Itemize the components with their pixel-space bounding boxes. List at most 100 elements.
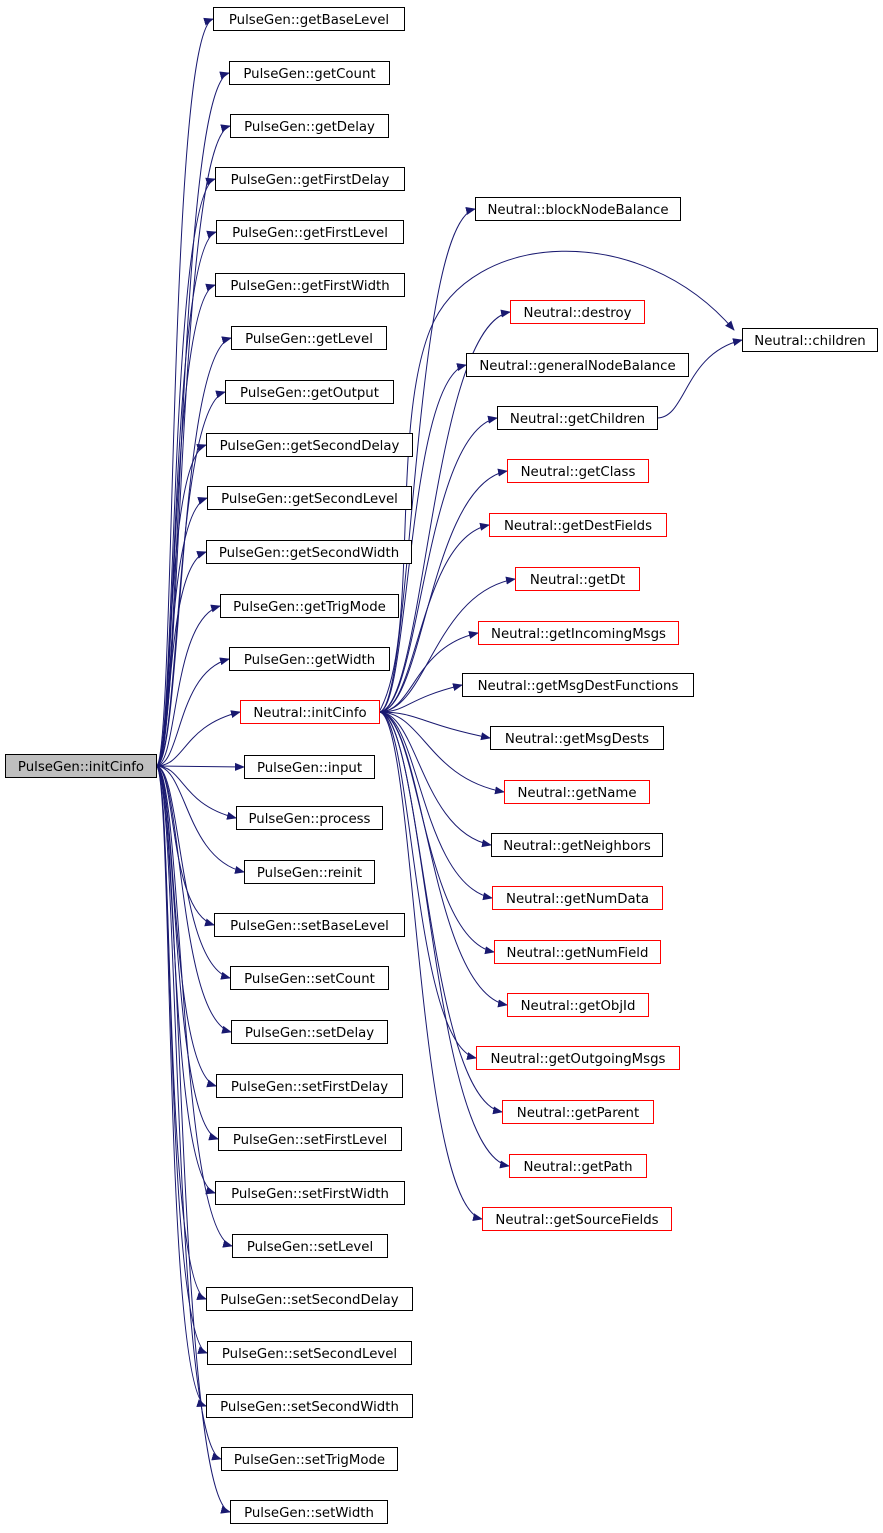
node-pulse-gen-reinit[interactable]: PulseGen::reinit [244,860,375,884]
node-box[interactable] [504,780,650,804]
node-neutral-get-dest-fields[interactable]: Neutral::getDestFields [489,513,667,537]
node-pulse-gen-get-trig-mode[interactable]: PulseGen::getTrigMode [220,594,399,618]
node-neutral-get-outgoing-msgs[interactable]: Neutral::getOutgoingMsgs [476,1046,680,1070]
node-box[interactable] [482,1207,672,1231]
node-box[interactable] [216,220,404,244]
node-box[interactable] [206,540,412,564]
node-pulse-gen-get-level[interactable]: PulseGen::getLevel [231,326,387,350]
node-neutral-get-num-data[interactable]: Neutral::getNumData [492,886,663,910]
node-box[interactable] [206,433,413,457]
node-neutral-get-dt[interactable]: Neutral::getDt [515,567,640,591]
node-pulse-gen-set-width[interactable]: PulseGen::setWidth [230,1500,388,1524]
node-pulse-gen-get-output[interactable]: PulseGen::getOutput [225,380,394,404]
node-box[interactable] [510,300,645,324]
node-box[interactable] [231,326,387,350]
node-neutral-children[interactable]: Neutral::children [742,328,878,352]
node-box[interactable] [478,621,679,645]
node-neutral-get-path[interactable]: Neutral::getPath [509,1154,647,1178]
node-pulse-gen-set-level[interactable]: PulseGen::setLevel [232,1234,388,1258]
node-box[interactable] [230,1500,388,1524]
node-pulse-gen-get-second-width[interactable]: PulseGen::getSecondWidth [206,540,412,564]
node-box[interactable] [218,1127,402,1151]
node-pulse-gen-get-first-level[interactable]: PulseGen::getFirstLevel [216,220,404,244]
node-pulse-gen-get-count[interactable]: PulseGen::getCount [229,61,390,85]
node-neutral-get-incoming-msgs[interactable]: Neutral::getIncomingMsgs [478,621,679,645]
node-box[interactable] [225,380,394,404]
node-box[interactable] [466,353,689,377]
node-box[interactable] [221,1447,398,1471]
node-box[interactable] [497,406,658,430]
node-neutral-get-children[interactable]: Neutral::getChildren [497,406,658,430]
node-pulse-gen-set-base-level[interactable]: PulseGen::setBaseLevel [214,913,405,937]
node-box[interactable] [220,594,399,618]
node-pulse-gen-get-delay[interactable]: PulseGen::getDelay [230,114,389,138]
node-box[interactable] [231,1020,388,1044]
node-neutral-get-source-fields[interactable]: Neutral::getSourceFields [482,1207,672,1231]
node-box[interactable] [462,673,694,697]
node-box[interactable] [207,486,412,510]
node-pulse-gen-init-cinfo[interactable]: PulseGen::initCinfo [5,754,157,778]
node-box[interactable] [232,1234,388,1258]
node-box[interactable] [491,833,663,857]
node-box[interactable] [214,913,405,937]
node-box[interactable] [509,1154,647,1178]
node-box[interactable] [230,966,389,990]
node-pulse-gen-get-second-level[interactable]: PulseGen::getSecondLevel [207,486,412,510]
node-box[interactable] [490,726,664,750]
node-pulse-gen-get-base-level[interactable]: PulseGen::getBaseLevel [213,7,405,31]
node-box[interactable] [492,886,663,910]
node-neutral-init-cinfo[interactable]: Neutral::initCinfo [240,700,380,724]
node-neutral-get-num-field[interactable]: Neutral::getNumField [494,940,661,964]
node-box[interactable] [230,114,389,138]
node-box[interactable] [507,993,649,1017]
node-box[interactable] [206,1394,413,1418]
node-pulse-gen-set-second-width[interactable]: PulseGen::setSecondWidth [206,1394,413,1418]
node-box[interactable] [240,700,380,724]
node-neutral-get-name[interactable]: Neutral::getName [504,780,650,804]
node-pulse-gen-input[interactable]: PulseGen::input [244,755,375,779]
node-pulse-gen-set-first-width[interactable]: PulseGen::setFirstWidth [215,1181,405,1205]
node-neutral-general-node-balance[interactable]: Neutral::generalNodeBalance [466,353,689,377]
node-neutral-get-obj-id[interactable]: Neutral::getObjId [507,993,649,1017]
node-box[interactable] [236,806,383,830]
node-pulse-gen-set-first-delay[interactable]: PulseGen::setFirstDelay [216,1074,403,1098]
node-box[interactable] [229,647,390,671]
node-box[interactable] [216,1074,403,1098]
node-box[interactable] [476,1046,680,1070]
node-box[interactable] [213,7,405,31]
node-box[interactable] [215,1181,405,1205]
node-neutral-block-node-balance[interactable]: Neutral::blockNodeBalance [475,197,681,221]
node-box[interactable] [229,61,390,85]
node-neutral-get-class[interactable]: Neutral::getClass [507,459,649,483]
node-neutral-get-msg-dests[interactable]: Neutral::getMsgDests [490,726,664,750]
node-box[interactable] [494,940,661,964]
node-box[interactable] [475,197,681,221]
node-box[interactable] [207,1341,412,1365]
node-box[interactable] [215,167,405,191]
node-pulse-gen-set-second-delay[interactable]: PulseGen::setSecondDelay [206,1287,413,1311]
node-neutral-get-parent[interactable]: Neutral::getParent [502,1100,654,1124]
node-pulse-gen-get-first-delay[interactable]: PulseGen::getFirstDelay [215,167,405,191]
node-box[interactable] [515,567,640,591]
node-pulse-gen-set-first-level[interactable]: PulseGen::setFirstLevel [218,1127,402,1151]
node-pulse-gen-set-delay[interactable]: PulseGen::setDelay [231,1020,388,1044]
node-neutral-destroy[interactable]: Neutral::destroy [510,300,645,324]
node-pulse-gen-get-second-delay[interactable]: PulseGen::getSecondDelay [206,433,413,457]
node-pulse-gen-process[interactable]: PulseGen::process [236,806,383,830]
node-box[interactable] [206,1287,413,1311]
node-neutral-get-neighbors[interactable]: Neutral::getNeighbors [491,833,663,857]
node-box[interactable] [5,754,157,778]
node-pulse-gen-get-first-width[interactable]: PulseGen::getFirstWidth [215,273,405,297]
node-pulse-gen-set-trig-mode[interactable]: PulseGen::setTrigMode [221,1447,398,1471]
node-box[interactable] [244,860,375,884]
node-neutral-get-msg-dest-functions[interactable]: Neutral::getMsgDestFunctions [462,673,694,697]
node-box[interactable] [215,273,405,297]
node-box[interactable] [244,755,375,779]
node-pulse-gen-set-second-level[interactable]: PulseGen::setSecondLevel [207,1341,412,1365]
node-box[interactable] [502,1100,654,1124]
node-box[interactable] [742,328,878,352]
node-pulse-gen-set-count[interactable]: PulseGen::setCount [230,966,389,990]
node-box[interactable] [507,459,649,483]
node-box[interactable] [489,513,667,537]
node-pulse-gen-get-width[interactable]: PulseGen::getWidth [229,647,390,671]
